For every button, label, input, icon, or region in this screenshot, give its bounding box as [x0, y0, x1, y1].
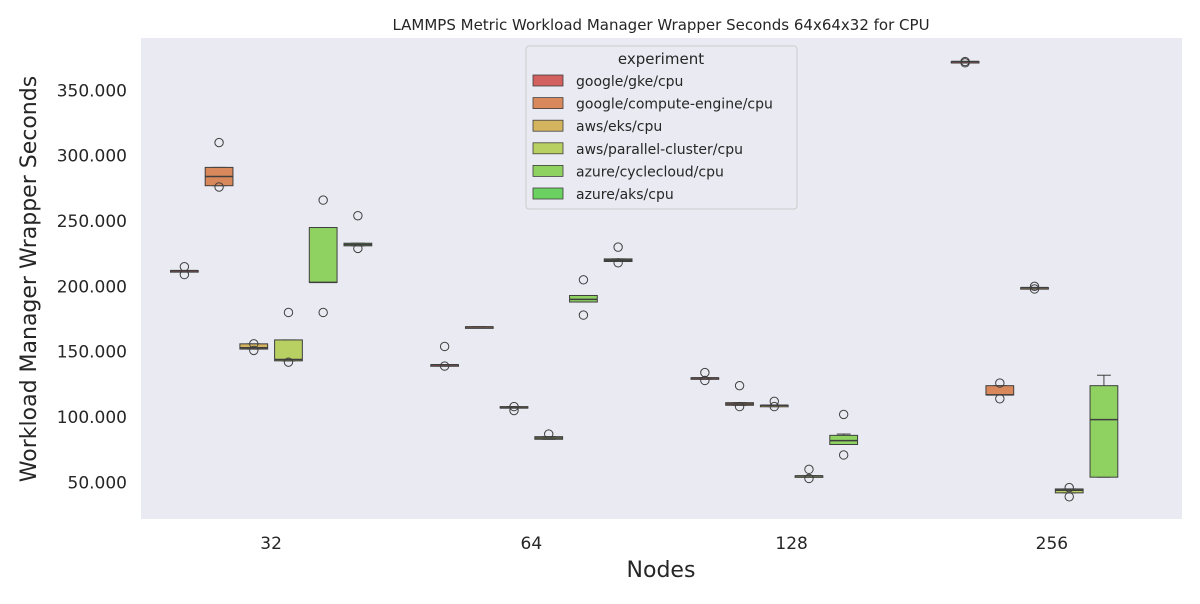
outlier-point — [249, 345, 259, 356]
outlier-point — [838, 450, 849, 460]
x-tick-label: 32 — [260, 534, 282, 554]
chart-title: LAMMPS Metric Workload Manager Wrapper S… — [392, 16, 929, 34]
x-tick-label: 64 — [521, 534, 543, 554]
y-tick-label: 200.000 — [57, 277, 127, 297]
outlier-point — [214, 137, 224, 148]
outlier-point — [804, 473, 814, 484]
legend: experiment google/gke/cpu google/compute-… — [525, 45, 798, 210]
outlier-point — [700, 367, 710, 378]
box — [274, 339, 303, 362]
outlier-point — [318, 195, 328, 205]
legend-swatch — [532, 142, 564, 155]
y-axis-ticks: 50.000 100.000 150.000 200.000 250.000 300.00… — [57, 81, 127, 493]
outlier-point — [1064, 492, 1074, 502]
x-tick-label: 256 — [1036, 534, 1068, 554]
outlier-point — [700, 375, 710, 386]
legend-entry-label: aws/eks/cpu — [576, 119, 662, 135]
outlier-point — [439, 341, 450, 352]
outlier-point — [509, 405, 519, 416]
legend-entry-label: azure/aks/cpu — [576, 187, 674, 203]
box — [308, 227, 338, 283]
outlier-point — [769, 401, 779, 412]
x-tick-label: 128 — [775, 534, 807, 554]
outlier-point — [734, 380, 745, 391]
outlier-point — [613, 242, 623, 252]
x-axis-label: Nodes — [627, 558, 696, 583]
series-google-compute-engine-cpu — [204, 137, 1015, 412]
outlier-point — [1064, 482, 1074, 493]
outlier-point — [995, 378, 1005, 388]
outlier-point — [804, 464, 814, 475]
y-axis-label: Workload Manager Wrapper Seconds — [17, 76, 42, 482]
legend-swatch — [532, 164, 564, 177]
series-aws-parallel-cluster-cpu — [274, 307, 1084, 502]
series-aws-eks-cpu — [239, 281, 1049, 416]
legend-title: experiment — [618, 50, 704, 68]
outlier-point — [578, 310, 589, 320]
outlier-point — [283, 357, 294, 367]
y-tick-label: 100.000 — [57, 408, 127, 428]
y-tick-label: 350.000 — [57, 81, 127, 101]
legend-swatch — [532, 119, 564, 132]
outlier-point — [353, 211, 363, 221]
legend-entry-label: google/compute-engine/cpu — [576, 97, 773, 113]
outlier-point — [769, 396, 779, 407]
y-tick-label: 150.000 — [57, 343, 127, 363]
outlier-point — [179, 269, 190, 280]
series-azure-aks-cpu — [343, 211, 633, 268]
outlier-point — [838, 409, 849, 420]
y-tick-label: 300.000 — [57, 147, 127, 167]
legend-entry-label: azure/cyclecloud/cpu — [576, 164, 724, 180]
y-tick-label: 50.000 — [68, 473, 127, 493]
outlier-point — [960, 58, 970, 68]
outlier-point — [353, 243, 363, 254]
legend-entry-label: google/gke/cpu — [576, 74, 683, 90]
outlier-point — [995, 394, 1005, 404]
x-axis-ticks: 32 64 128 256 — [260, 534, 1068, 554]
outlier-point — [214, 182, 224, 192]
legend-entry-label: aws/parallel-cluster/cpu — [576, 142, 743, 158]
series-azure-cyclecloud-cpu — [308, 195, 1119, 478]
outlier-point — [1029, 281, 1040, 292]
outlier-point — [544, 429, 554, 439]
outlier-point — [509, 401, 519, 412]
box-series-group — [169, 56, 1119, 502]
outlier-point — [283, 307, 294, 318]
legend-frame — [525, 45, 798, 210]
legend-swatch — [532, 187, 564, 200]
outlier-point — [439, 361, 450, 371]
series-google-gke-cpu — [169, 56, 980, 386]
outlier-point — [318, 307, 328, 318]
legend-swatch — [532, 74, 564, 87]
outlier-point — [249, 339, 259, 349]
outlier-point — [734, 401, 745, 412]
legend-swatch — [532, 97, 564, 109]
y-tick-label: 250.000 — [57, 212, 127, 232]
outlier-point — [1029, 284, 1040, 294]
outlier-point — [613, 258, 623, 268]
box — [1089, 385, 1119, 478]
outlier-point — [578, 275, 589, 285]
outlier-point — [179, 262, 190, 272]
